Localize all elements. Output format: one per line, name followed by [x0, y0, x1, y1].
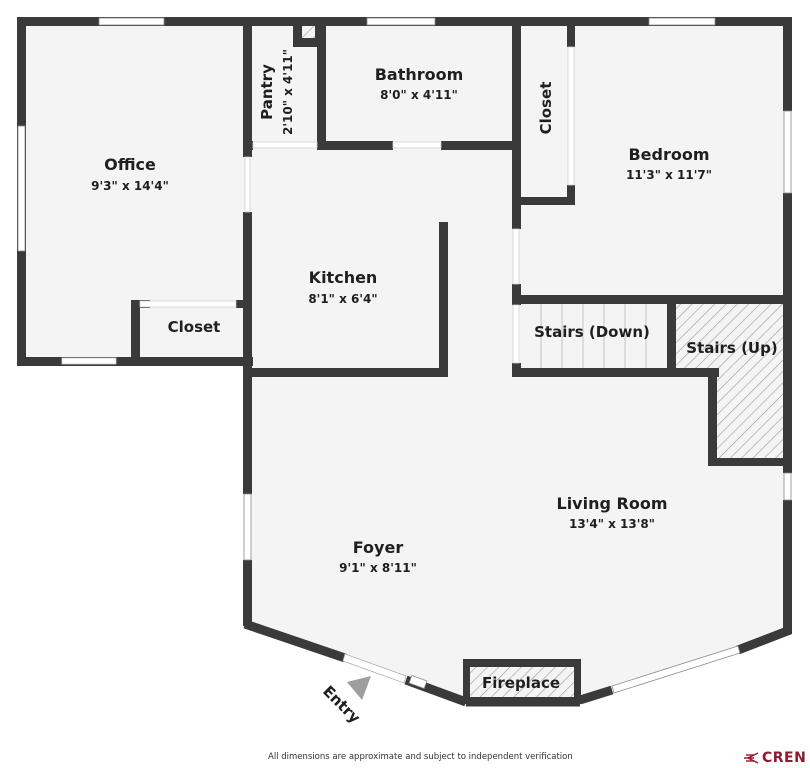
entry-door-opening	[342, 653, 407, 684]
fireplace-hearth	[470, 667, 574, 697]
bedroom-door-opening	[512, 228, 520, 285]
pantry-dims: 2'10" x 4'11"	[281, 49, 295, 135]
stairs-down-label: Stairs (Down)	[534, 323, 650, 341]
bathroom-label: Bathroom	[375, 65, 464, 84]
stair-treads	[540, 304, 647, 371]
windows	[17, 17, 792, 561]
office-dims: 9'3" x 14'4"	[91, 179, 169, 193]
room-labels: Office 9'3" x 14'4" Closet Pantry 2'10" …	[91, 49, 778, 727]
office-bottom-opening	[61, 357, 117, 365]
kitchen-dims: 8'1" x 6'4"	[308, 292, 377, 306]
office-top-window	[98, 17, 165, 26]
living-bottom-window	[611, 645, 741, 694]
office-door-opening	[244, 156, 251, 213]
living-room-label: Living Room	[557, 494, 668, 513]
bedroom-top-window	[648, 17, 716, 26]
stairs-up-label: Stairs (Up)	[686, 339, 777, 357]
bathroom-opening	[392, 141, 442, 149]
kitchen-floor	[248, 150, 518, 375]
living-room-dims: 13'4" x 13'8"	[569, 517, 655, 531]
pantry-label: Pantry	[258, 64, 276, 120]
pantry-opening	[252, 141, 318, 149]
stairs-down-area	[520, 304, 670, 371]
openings	[61, 46, 575, 365]
foyer-dims: 9'1" x 8'11"	[339, 561, 417, 575]
bathroom-dims: 8'0" x 4'11"	[380, 88, 458, 102]
office-closet-opening	[139, 300, 237, 308]
foyer-left-window	[243, 493, 252, 561]
cren-logo: CREN	[742, 750, 806, 766]
entry-arrow-icon	[347, 676, 371, 700]
entry-sidelight	[408, 674, 428, 690]
kitchen-label: Kitchen	[309, 268, 378, 287]
main-floor	[248, 372, 788, 700]
pantry-chase	[302, 26, 315, 38]
living-right-window	[783, 472, 792, 501]
bedroom-label: Bedroom	[628, 145, 709, 164]
bedroom-dims: 11'3" x 11'7"	[626, 168, 712, 182]
stairs-down-opening	[512, 304, 520, 364]
office-closet-label: Closet	[168, 318, 221, 336]
fireplace-label: Fireplace	[482, 674, 560, 692]
office-label: Office	[104, 155, 156, 174]
stairs-up-area	[676, 304, 784, 464]
bedroom-right-window	[783, 110, 792, 194]
stairs-down	[520, 304, 670, 371]
disclaimer-text: All dimensions are approximate and subje…	[268, 752, 573, 762]
bedroom-closet-opening	[567, 46, 575, 186]
cren-logo-text: CREN	[762, 750, 807, 766]
bathroom-window	[366, 17, 436, 26]
bedroom-closet-label: Closet	[537, 82, 555, 135]
foyer-label: Foyer	[353, 538, 404, 557]
office-left-window	[17, 125, 26, 252]
cren-logo-mark-icon	[744, 752, 759, 764]
